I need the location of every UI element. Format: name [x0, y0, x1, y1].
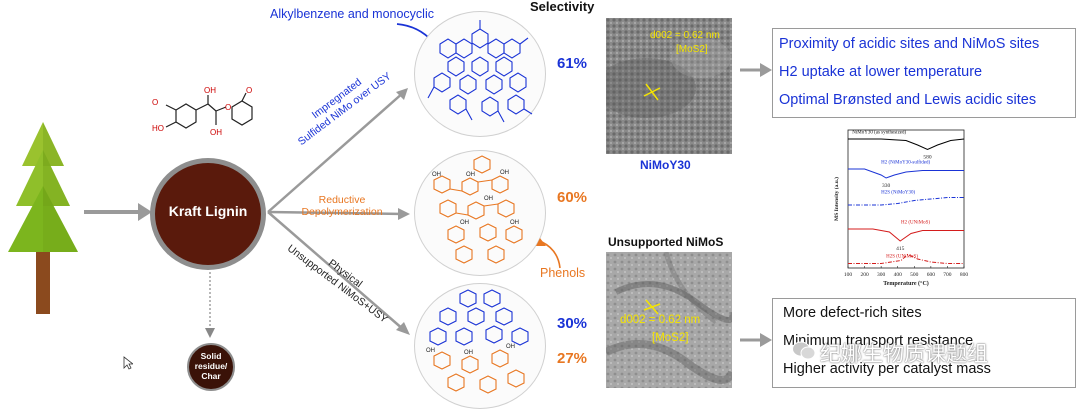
- x-tick-label: 200: [860, 272, 869, 278]
- tem-top-d002: d002 = 0.62 nm: [650, 30, 720, 41]
- residue-node: Solid residue/ Char: [187, 343, 235, 391]
- peak-annotation: 415: [896, 246, 905, 252]
- selectivity-title: Selectivity: [530, 0, 595, 14]
- tem-top-phase: [MoS2]: [676, 44, 708, 55]
- svg-text:HO: HO: [152, 124, 164, 133]
- series-label-0: NiMoY30 (as synthesized): [852, 131, 906, 136]
- svg-text:O: O: [225, 103, 231, 112]
- residue-label-3: Char: [201, 371, 221, 381]
- peak-annotation: 330: [882, 183, 891, 189]
- series-line-1: [848, 168, 964, 179]
- svg-text:OH: OH: [426, 348, 435, 354]
- unimos-property-1: More defect-rich sites: [783, 305, 922, 321]
- svg-text:OH: OH: [500, 170, 509, 176]
- tem-bottom-d002: d002 = 0.62 nm: [620, 314, 701, 326]
- series-label-2: H2S (NiMoY30): [881, 191, 915, 196]
- svg-text:OH: OH: [210, 128, 222, 137]
- series-line-4: [848, 253, 964, 264]
- x-tick-label: 700: [943, 272, 952, 278]
- tem-top-caption: NiMoY30: [640, 158, 691, 172]
- route-middle-line1: Reductive: [318, 194, 366, 206]
- svg-text:OH: OH: [510, 220, 519, 226]
- unimos-properties-box: More defect-rich sites Minimum transport…: [772, 298, 1076, 388]
- phenols-annotation: Phenols: [540, 266, 586, 280]
- route-middle-label: Reductive Depolymerization: [292, 194, 392, 218]
- nimoy30-property-3: Optimal Brønsted and Lewis acidic sites: [779, 92, 1037, 108]
- mixed-molecules-drawing: OH OH OH: [426, 289, 529, 394]
- svg-text:OH: OH: [464, 350, 473, 356]
- route-middle-line2: Depolymerization: [301, 206, 383, 218]
- svg-text:O: O: [246, 86, 252, 95]
- x-tick-label: 100: [844, 272, 853, 278]
- series-line-2: [848, 197, 964, 206]
- tem-bottom-to-box-arrow: [740, 333, 772, 347]
- selectivity-bottom-blue-percent: 30%: [557, 315, 588, 332]
- kraft-lignin-label: Kraft Lignin: [168, 203, 248, 219]
- nimoy30-property-1: Proximity of acidic sites and NiMoS site…: [779, 36, 1040, 52]
- svg-text:OH: OH: [432, 172, 441, 178]
- x-tick-label: 800: [960, 272, 969, 278]
- tem-bottom-texture: [606, 252, 732, 388]
- series-label-1: H2 (NiMoY30-sulfided): [881, 161, 930, 166]
- x-tick-label: 300: [877, 272, 886, 278]
- series-line-3: [848, 228, 964, 242]
- tem-image-nimoy30: d002 = 0.62 nm [MoS2]: [606, 18, 732, 154]
- x-tick-label: 400: [894, 272, 903, 278]
- selectivity-top-percent: 61%: [557, 55, 588, 72]
- pathway-arrows: [267, 88, 410, 335]
- series-label-3: H2 (UNiMoS): [901, 221, 930, 226]
- series-line-0: [848, 138, 965, 151]
- tem-top-to-box-arrow: [740, 63, 772, 77]
- watermark-text: 纪娜生物质课题组: [820, 343, 988, 366]
- tree-to-lignin-arrow: [84, 203, 152, 221]
- nimoy30-properties-box: Proximity of acidic sites and NiMoS site…: [772, 28, 1076, 118]
- residue-arrow: [205, 272, 215, 338]
- x-tick-label: 500: [910, 272, 919, 278]
- residue-label-1: Solid: [200, 351, 222, 361]
- svg-text:OH: OH: [460, 220, 469, 226]
- svg-text:OH: OH: [484, 196, 493, 202]
- svg-text:OH: OH: [466, 172, 475, 178]
- series-label-4: H2S (UNiMoS): [886, 254, 918, 259]
- aromatics-products-circle: [414, 11, 546, 137]
- chart-frame: [847, 129, 965, 269]
- peak-annotation: 580: [923, 155, 932, 161]
- x-axis-label: Temperature (°C): [883, 280, 929, 287]
- x-tick-label: 600: [927, 272, 936, 278]
- y-axis-label: MS Intensity (a.u.): [833, 177, 840, 221]
- tem-bottom-phase: [MoS2]: [652, 332, 689, 344]
- tem-top-texture: [606, 18, 732, 154]
- residue-label-2: residue/: [194, 361, 228, 371]
- unimos-property-3: Higher activity per catalyst mass: [783, 361, 991, 377]
- selectivity-middle-percent: 60%: [557, 189, 588, 206]
- phenols-pointer-arrow: [536, 238, 561, 269]
- aromatics-annotation: Alkylbenzene and monocyclic: [270, 7, 434, 21]
- tem-image-unsupported-nimos: d002 = 0.62 nm [MoS2]: [606, 252, 732, 388]
- unimos-property-2: Minimum transport resistance: [783, 333, 974, 349]
- svg-text:OH: OH: [204, 86, 216, 95]
- kraft-lignin-node: Kraft Lignin: [150, 158, 266, 270]
- aromatics-molecules-drawing: [427, 20, 533, 123]
- svg-text:O: O: [152, 98, 158, 107]
- phenols-molecules-drawing: OH OH OH OH OH OH: [432, 155, 523, 264]
- mouse-cursor-icon: [123, 356, 133, 370]
- phenols-products-circle: [414, 150, 546, 276]
- svg-text:OH: OH: [506, 344, 515, 350]
- tem-bottom-caption: Unsupported NiMoS: [608, 235, 724, 249]
- lignin-structure-drawing: O HO OH OH O O: [152, 86, 253, 137]
- selectivity-bottom-orange-percent: 27%: [557, 350, 588, 367]
- wechat-logo-icon: [792, 341, 816, 360]
- nimoy30-property-2: H2 uptake at lower temperature: [779, 64, 983, 80]
- tree-icon: [8, 122, 78, 314]
